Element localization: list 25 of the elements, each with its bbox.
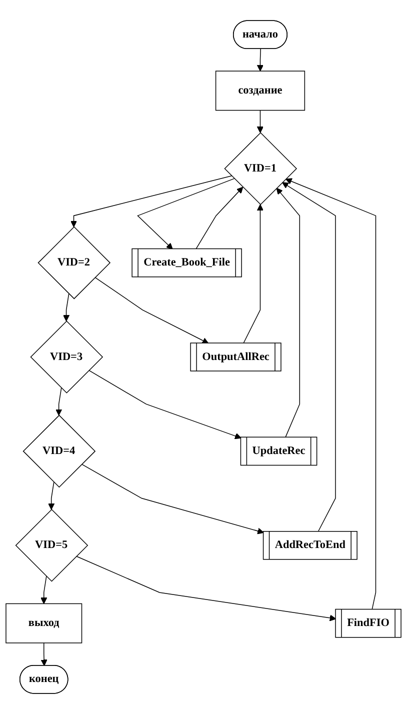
node-diamond: VID=5	[15, 508, 88, 582]
arrow	[282, 182, 336, 532]
arrow	[137, 178, 235, 250]
arrow	[285, 178, 376, 610]
node-box: выход	[6, 603, 82, 644]
arrow	[40, 576, 48, 604]
arrow	[196, 186, 244, 250]
arrow	[56, 388, 62, 416]
arrow	[256, 110, 264, 134]
arrow	[243, 204, 264, 344]
arrow	[70, 175, 232, 228]
node-diamond: VID=4	[22, 414, 96, 488]
arrow	[88, 370, 242, 440]
arrow	[81, 464, 264, 534]
arrow	[276, 188, 300, 438]
node-diamond: VID=3	[30, 320, 104, 394]
arrow	[256, 48, 264, 72]
node-diamond: VID=1	[224, 132, 298, 206]
arrow	[40, 642, 48, 666]
arrow	[76, 556, 336, 622]
node-box: создание	[215, 70, 306, 111]
node-diamond: VID=2	[38, 226, 111, 300]
arrow	[94, 277, 209, 344]
arrow	[63, 293, 70, 322]
arrow	[48, 482, 55, 510]
